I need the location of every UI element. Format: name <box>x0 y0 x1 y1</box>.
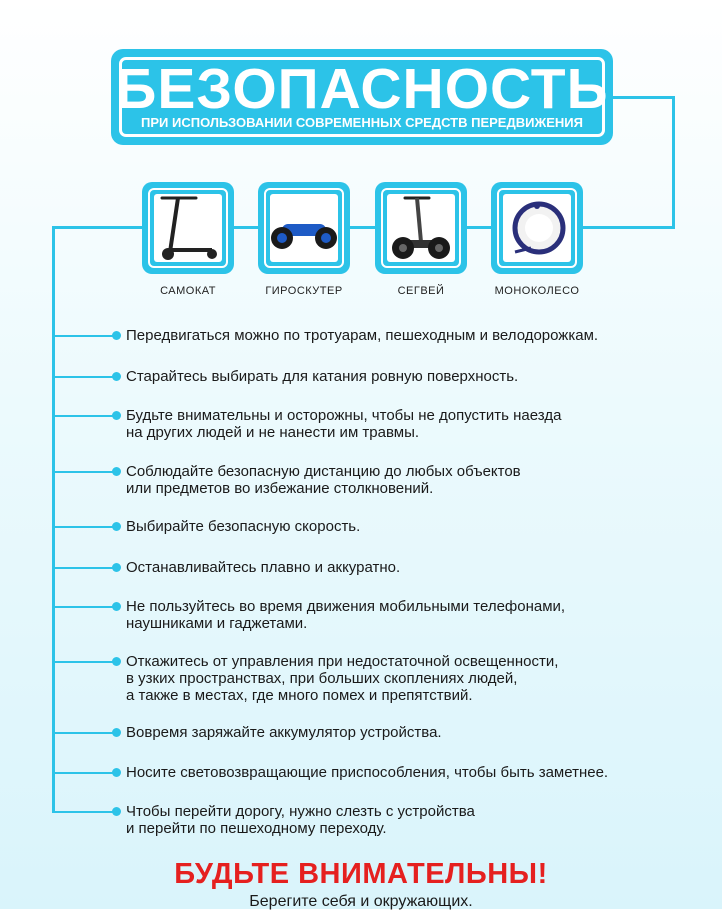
vehicle-tile-segway <box>375 182 467 274</box>
vehicle-label-scooter: САМОКАТ <box>160 285 216 297</box>
rule-item: Носите световозвращающие приспособления,… <box>126 764 609 781</box>
page-title: БЕЗОПАСНОСТЬ <box>115 57 609 121</box>
hoverboard-icon <box>270 194 338 262</box>
rule-bullet <box>112 331 121 340</box>
page-subtitle: ПРИ ИСПОЛЬЗОВАНИИ СОВРЕМЕННЫХ СРЕДСТВ ПЕ… <box>141 115 583 130</box>
connector-right-horizontal <box>613 96 675 99</box>
connector-top-horizontal <box>52 226 675 229</box>
rule-bullet <box>112 522 121 531</box>
rule-connector <box>52 376 114 378</box>
rule-connector <box>52 526 114 528</box>
rule-item: Старайтесь выбирать для катания ровную п… <box>126 368 519 385</box>
vehicle-tile-monowheel <box>491 182 583 274</box>
rule-connector <box>52 732 114 734</box>
monowheel-icon <box>503 194 571 262</box>
rule-connector <box>52 811 114 813</box>
rule-bullet <box>112 563 121 572</box>
connector-left-vertical <box>52 226 55 812</box>
rule-connector <box>52 772 114 774</box>
rule-item: Откажитесь от управления при недостаточн… <box>126 653 559 704</box>
rule-bullet <box>112 657 121 666</box>
rule-item: Выбирайте безопасную скорость. <box>126 518 361 535</box>
footer-note: Берегите себя и окружающих. <box>249 893 473 910</box>
rule-item: Передвигаться можно по тротуарам, пешехо… <box>126 327 599 344</box>
warning-heading: БУДЬТЕ ВНИМАТЕЛЬНЫ! <box>174 858 548 890</box>
rule-item: Будьте внимательны и осторожны, чтобы не… <box>126 407 562 441</box>
rule-item: Не пользуйтесь во время движения мобильн… <box>126 598 566 632</box>
scooter-icon <box>154 194 222 262</box>
rule-connector <box>52 335 114 337</box>
rule-item: Останавливайтесь плавно и аккуратно. <box>126 559 401 576</box>
title-banner: БЕЗОПАСНОСТЬ ПРИ ИСПОЛЬЗОВАНИИ СОВРЕМЕНН… <box>111 49 613 145</box>
rule-connector <box>52 471 114 473</box>
rule-connector <box>52 567 114 569</box>
connector-right-vertical <box>672 96 675 229</box>
rule-item: Вовремя заряжайте аккумулятор устройства… <box>126 724 442 741</box>
rule-bullet <box>112 467 121 476</box>
vehicle-tile-hoverboard <box>258 182 350 274</box>
segway-icon <box>387 194 455 262</box>
vehicle-label-hoverboard: ГИРОСКУТЕР <box>265 285 343 297</box>
rule-bullet <box>112 372 121 381</box>
vehicle-label-segway: СЕГВЕЙ <box>397 285 445 297</box>
rule-bullet <box>112 411 121 420</box>
rule-connector <box>52 606 114 608</box>
vehicle-tile-scooter <box>142 182 234 274</box>
rule-item: Соблюдайте безопасную дистанцию до любых… <box>126 463 521 497</box>
rule-bullet <box>112 728 121 737</box>
rule-connector <box>52 661 114 663</box>
rule-bullet <box>112 807 121 816</box>
rule-item: Чтобы перейти дорогу, нужно слезть с уст… <box>126 803 475 837</box>
rule-bullet <box>112 602 121 611</box>
rule-bullet <box>112 768 121 777</box>
rule-connector <box>52 415 114 417</box>
vehicle-label-monowheel: МОНОКОЛЕСО <box>494 285 580 297</box>
